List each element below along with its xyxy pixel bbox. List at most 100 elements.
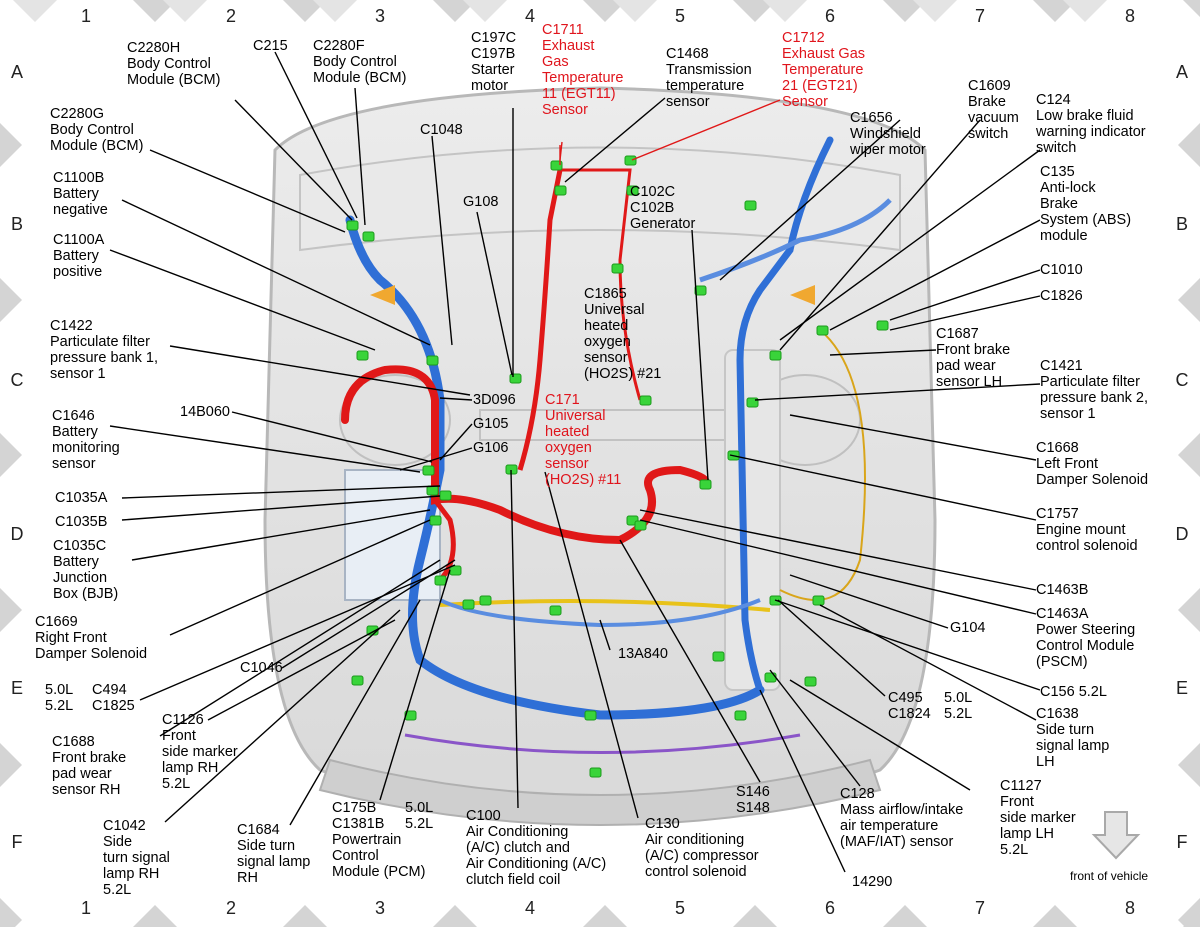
relay-left xyxy=(370,285,395,305)
front-of-vehicle-arrow xyxy=(1091,811,1141,860)
connector xyxy=(346,220,359,231)
connector xyxy=(876,320,889,331)
frame-notch-left xyxy=(0,278,22,322)
connector xyxy=(699,479,712,490)
leader-line xyxy=(829,219,1041,331)
label-c1668: C1668 Left Front Damper Solenoid xyxy=(1036,440,1149,488)
label-g104: G104 xyxy=(950,620,986,636)
connector xyxy=(449,565,462,576)
grid-row-a-left: A xyxy=(10,62,23,82)
grid-col-3-top: 3 xyxy=(374,6,385,26)
label-5-2l-left: 5.2L xyxy=(45,698,74,714)
frame-notch-top xyxy=(1183,0,1200,17)
frame-notch-left xyxy=(0,898,22,927)
label-c1669: C1669 Right Front Damper Solenoid xyxy=(35,614,148,662)
label-c1712: C1712 Exhaust Gas Temperature 21 (EGT21)… xyxy=(782,30,866,110)
label-c1100b: C1100B Battery negative xyxy=(53,170,108,218)
connector xyxy=(479,595,492,606)
frame-notch-right xyxy=(1178,278,1200,322)
connector xyxy=(589,767,602,778)
label-g108: G108 xyxy=(463,194,499,210)
connector xyxy=(812,595,825,606)
connector xyxy=(434,575,447,586)
frame-notch-top-alt xyxy=(463,0,507,22)
leader-line xyxy=(431,135,453,346)
connector xyxy=(624,155,637,166)
frame-notch-top xyxy=(133,0,177,22)
frame-notch-top-alt xyxy=(613,0,657,22)
grid-row-f-right: F xyxy=(1176,832,1188,852)
grid-row-e-right: E xyxy=(1175,678,1188,698)
leader-line xyxy=(789,414,1037,461)
leader-line xyxy=(544,471,639,819)
frame-notch-top xyxy=(433,0,477,22)
frame-notch-bottom xyxy=(1033,905,1077,927)
connector xyxy=(694,285,707,296)
frame-notch-top xyxy=(883,0,927,22)
red-harness-exhaust-bank2 xyxy=(560,168,642,401)
frame-notch-right xyxy=(1178,588,1200,632)
leader-line xyxy=(564,97,666,183)
label-c1126: C1126 Front side marker lamp RH 5.2L xyxy=(162,712,238,792)
frame-notch-right xyxy=(1178,743,1200,787)
label-c1609: C1609 Brake vacuum switch xyxy=(968,78,1019,142)
leader-line xyxy=(639,519,1037,615)
leader-line xyxy=(274,51,358,219)
grid-row-d-right: D xyxy=(1175,524,1189,544)
blue-harness-right xyxy=(736,136,834,694)
grid-col-8-top: 8 xyxy=(1124,6,1135,26)
leader-lines xyxy=(109,51,1041,873)
leader-line xyxy=(159,559,441,737)
frame-notch-right xyxy=(1178,898,1200,927)
leader-line xyxy=(559,141,563,161)
label-c2280f: C2280F Body Control Module (BCM) xyxy=(313,38,407,86)
leader-line xyxy=(234,99,353,221)
label-c1035c: C1035C Battery Junction Box (BJB) xyxy=(53,538,119,602)
leader-line xyxy=(779,149,1041,341)
connector xyxy=(550,160,563,171)
label-c1100a: C1100A Battery positive xyxy=(53,232,105,280)
label-c1711: C1711 Exhaust Gas Temperature 11 (EGT11)… xyxy=(542,22,624,118)
connector xyxy=(429,515,442,526)
label-c1463a: C1463A Power Steering Control Module (PS… xyxy=(1036,606,1136,670)
leader-line xyxy=(149,149,346,233)
connector xyxy=(639,395,652,406)
leader-line xyxy=(599,619,611,651)
label-c1127: C1127 Front side marker lamp LH 5.2L xyxy=(1000,778,1076,858)
leader-line xyxy=(789,574,949,629)
blue-harness-front xyxy=(439,598,761,628)
grid-col-3-bottom: 3 xyxy=(374,898,385,918)
leader-line xyxy=(207,619,396,721)
grid-row-c-right: C xyxy=(1175,370,1189,390)
leader-line xyxy=(639,509,1037,591)
label-c1010: C1010 xyxy=(1040,262,1083,278)
frame-notch-left xyxy=(0,743,22,787)
label-c215: C215 xyxy=(253,38,288,54)
frame-notch-top-alt xyxy=(1063,0,1107,22)
connector xyxy=(626,185,639,196)
leader-line xyxy=(164,609,401,823)
grid-col-4-bottom: 4 xyxy=(524,898,535,918)
red-harness-battery xyxy=(341,365,709,545)
leader-line xyxy=(231,411,433,463)
grid-col-6-top: 6 xyxy=(824,6,835,26)
leader-line xyxy=(777,599,886,697)
frame-notch-top-alt xyxy=(763,0,807,22)
frame-notch-bottom xyxy=(883,905,927,927)
connector xyxy=(356,350,369,361)
label-14290: 14290 xyxy=(852,874,893,890)
label-c1687: C1687 Front brake pad wear sensor LH xyxy=(936,326,1011,390)
label-g106: G106 xyxy=(473,440,509,456)
grid-row-d-left: D xyxy=(10,524,24,544)
frame-notch-bottom xyxy=(283,905,327,927)
leader-line xyxy=(121,199,431,346)
connector xyxy=(584,710,597,721)
connector xyxy=(351,675,364,686)
leader-line xyxy=(889,295,1041,331)
grid-row-e-left: E xyxy=(10,678,23,698)
leader-line xyxy=(109,425,421,473)
leader-line xyxy=(631,99,781,161)
leader-line xyxy=(774,599,1041,691)
label-c1035b: C1035B xyxy=(55,514,108,530)
